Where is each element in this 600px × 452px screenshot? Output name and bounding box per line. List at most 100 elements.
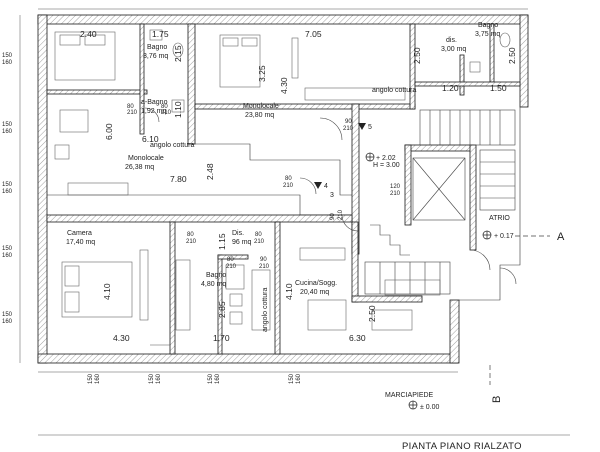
door-width: 80 bbox=[255, 232, 262, 238]
door-width: 90 bbox=[330, 213, 336, 220]
door-height: 210 bbox=[161, 110, 172, 116]
dim-top-240: 2.40 bbox=[80, 29, 97, 39]
dim-h-150: 1.50 bbox=[490, 83, 507, 93]
room-area-abagno: 1,92 mq bbox=[141, 108, 166, 115]
section-label-b: B bbox=[491, 396, 503, 403]
door-height: 210 bbox=[338, 209, 344, 220]
door-mark-3: 3 bbox=[330, 192, 334, 199]
room-name-mono-left: Monolocale bbox=[128, 155, 164, 162]
dim-h-780: 7.80 bbox=[170, 174, 187, 184]
door-width: 80 bbox=[227, 257, 234, 263]
dimension-lines bbox=[19, 8, 528, 373]
dim-h-430: 4.30 bbox=[113, 333, 130, 343]
level-markers: + 2.02 H = 3.00 + 0.17 ± 0.00 bbox=[365, 152, 514, 411]
level-street: ± 0.00 bbox=[420, 404, 440, 411]
door-width: 80 bbox=[161, 104, 168, 110]
section-markers: A B bbox=[489, 231, 565, 403]
dim-v-430a: 4.30 bbox=[279, 77, 289, 94]
room-area-bagno-mid: 4,80 mq bbox=[201, 281, 226, 288]
dim-v-325: 3.25 bbox=[257, 65, 267, 82]
room-name-bagno-tl: Bagno bbox=[147, 44, 167, 51]
door-height: 210 bbox=[390, 191, 401, 197]
level-top: + 2.02 bbox=[376, 155, 396, 162]
door-width: 80 bbox=[127, 104, 134, 110]
dim-top-175: 1.75 bbox=[152, 29, 169, 39]
edge-dim-a: 150 bbox=[2, 122, 13, 128]
dim-v-250b: 2.50 bbox=[507, 47, 517, 64]
room-label-angolo-left: angolo cottura bbox=[150, 142, 194, 149]
edge-dim-a: 150 bbox=[2, 312, 13, 318]
door-marks: 5 4 3 bbox=[314, 123, 372, 199]
edge-dimensions: 150 160 150 160 150 160 150 160 150 160 … bbox=[2, 53, 302, 384]
level-atrio: + 0.17 bbox=[494, 233, 514, 240]
dimension-values: 2.40 1.75 7.05 6.00 3.25 4.30 2.50 2.50 … bbox=[80, 29, 517, 343]
edge-dim-b: 160 bbox=[296, 373, 302, 384]
door-labels: 80 210 80 210 90 210 90 210 120 210 80 2… bbox=[127, 104, 401, 270]
dim-v-285: 2.85 bbox=[217, 301, 227, 318]
edge-dim-b: 160 bbox=[2, 60, 13, 66]
door-height: 210 bbox=[259, 264, 270, 270]
door-height: 210 bbox=[283, 183, 294, 189]
dim-v-110: 1.10 bbox=[173, 101, 183, 118]
room-name-dis-mid: Dis. bbox=[232, 230, 244, 237]
dim-v-410a: 4.10 bbox=[102, 283, 112, 300]
door-width: 90 bbox=[260, 257, 267, 263]
edge-dim-a: 150 bbox=[88, 373, 94, 384]
edge-dim-a: 150 bbox=[2, 246, 13, 252]
room-name-bagno-mid: Bagno bbox=[206, 272, 226, 279]
room-label-angolo-tr: angolo cottura bbox=[372, 87, 416, 94]
door-height: 210 bbox=[186, 239, 197, 245]
plan-caption: PIANTA PIANO RIALZATO bbox=[402, 441, 522, 452]
edge-dim-b: 160 bbox=[2, 253, 13, 259]
edge-dim-b: 160 bbox=[2, 129, 13, 135]
dim-v-410b: 4.10 bbox=[284, 283, 294, 300]
room-area-mono-left: 26,38 mq bbox=[125, 164, 154, 171]
door-height: 210 bbox=[254, 239, 265, 245]
room-area-mono-center: 23,80 mq bbox=[245, 112, 274, 119]
dim-h-170: 1.70 bbox=[213, 333, 230, 343]
dim-h-610: 6.10 bbox=[142, 134, 159, 144]
room-name-mono-center: Monolocale bbox=[243, 103, 279, 110]
dim-v-250a: 2.50 bbox=[412, 47, 422, 64]
room-area-dis-tr: 3,00 mq bbox=[441, 46, 466, 53]
edge-dim-a: 150 bbox=[208, 373, 214, 384]
room-area-cucina: 20,40 mq bbox=[300, 289, 329, 296]
room-area-bagno-tl: 3,76 mq bbox=[143, 53, 168, 60]
room-label-angolo-mid: angolo cottura bbox=[262, 288, 269, 332]
room-area-dis-mid: 96 mq bbox=[232, 239, 252, 246]
dim-v-250c: 2.50 bbox=[367, 305, 377, 322]
door-height: 210 bbox=[343, 126, 354, 132]
room-label-marciapiede: MARCIAPIEDE bbox=[385, 392, 434, 399]
dim-h-120: 1.20 bbox=[442, 83, 459, 93]
room-name-abagno: a-Bagno bbox=[141, 99, 168, 106]
edge-dim-b: 160 bbox=[215, 373, 221, 384]
door-height: 210 bbox=[127, 110, 138, 116]
dim-v-215: 2.15 bbox=[173, 45, 183, 62]
staircase bbox=[364, 109, 516, 295]
section-label-a: A bbox=[557, 231, 565, 243]
interior-walls bbox=[46, 23, 521, 355]
door-width: 80 bbox=[285, 176, 292, 182]
door-mark-5: 5 bbox=[368, 124, 372, 131]
dim-v-248: 2.48 bbox=[205, 163, 215, 180]
room-label-atrio: ATRIO bbox=[489, 215, 510, 222]
room-labels: Bagno 3,76 mq a-Bagno 1,92 mq angolo cot… bbox=[66, 22, 510, 399]
dim-v-115: 1.15 bbox=[217, 233, 227, 250]
door-width: 120 bbox=[390, 184, 401, 190]
dim-v-600: 6.00 bbox=[104, 123, 114, 140]
dim-h-630: 6.30 bbox=[349, 333, 366, 343]
edge-dim-b: 160 bbox=[2, 189, 13, 195]
room-name-cucina: Cucina/Sogg. bbox=[295, 280, 337, 287]
edge-dim-b: 160 bbox=[2, 319, 13, 325]
furniture bbox=[54, 29, 511, 331]
room-name-camera: Camera bbox=[67, 230, 92, 237]
edge-dim-a: 150 bbox=[289, 373, 295, 384]
outer-walls bbox=[37, 14, 529, 364]
room-name-bagno-tr: Bagno bbox=[478, 22, 498, 29]
door-width: 80 bbox=[187, 232, 194, 238]
door-width: 90 bbox=[345, 119, 352, 125]
level-height: H = 3.00 bbox=[373, 162, 400, 169]
door-height: 210 bbox=[226, 264, 237, 270]
edge-dim-b: 160 bbox=[95, 373, 101, 384]
door-mark-4: 4 bbox=[324, 183, 328, 190]
